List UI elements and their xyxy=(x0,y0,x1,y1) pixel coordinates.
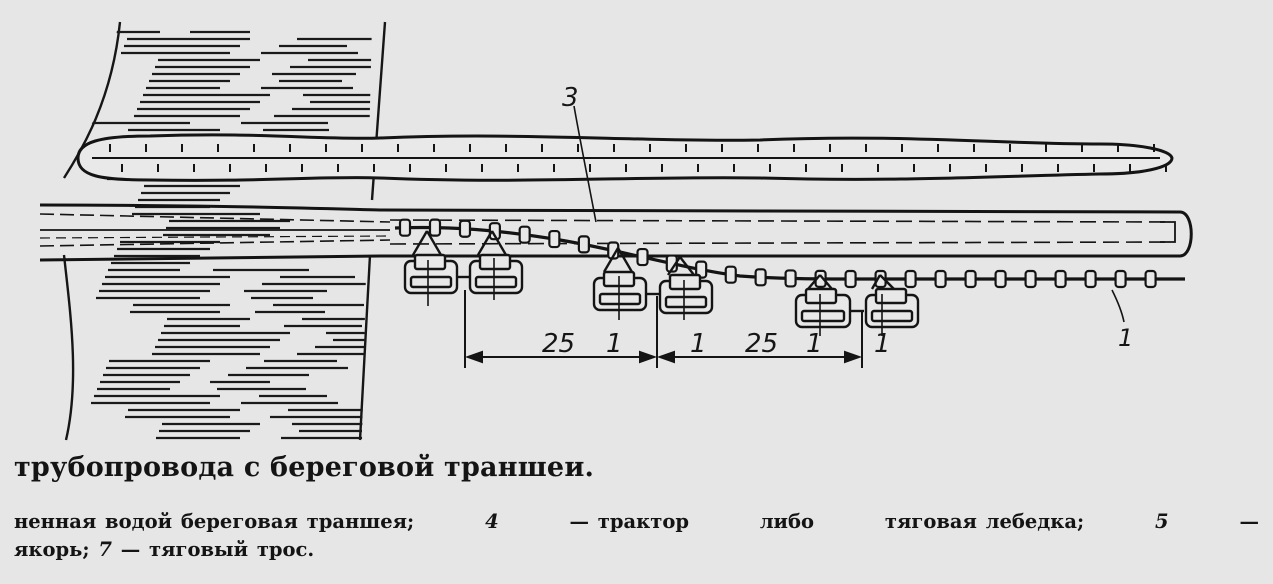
label-tractor-a: 1 xyxy=(606,329,623,359)
legend-line-1: ненная водой береговая траншея; 4 — трак… xyxy=(14,508,1259,536)
leader-lines xyxy=(573,105,1125,323)
pipeline-string xyxy=(394,218,1185,289)
tractor-4 xyxy=(658,256,714,315)
pipe-roller xyxy=(784,269,797,288)
tractor-1 xyxy=(403,230,471,295)
pipe-roller xyxy=(488,222,501,241)
pipe-roller xyxy=(458,219,472,238)
label-cable-3: 3 xyxy=(562,83,579,113)
tractor-2 xyxy=(468,230,524,295)
tractor-group xyxy=(403,230,920,336)
legend-text: якорь; xyxy=(14,538,90,561)
pipe-roller xyxy=(964,269,977,289)
legend-num: 4 xyxy=(485,510,499,533)
pipe-roller xyxy=(994,269,1007,289)
pipe-roller xyxy=(428,218,442,237)
pipe-roller xyxy=(1114,269,1127,289)
pipe-roller xyxy=(1024,269,1037,289)
pipe-roller xyxy=(724,265,737,284)
legend-text: — трактор xyxy=(569,510,689,533)
pipe-roller xyxy=(577,235,590,254)
legend-text: тяговая лебедка; xyxy=(884,510,1085,533)
label-spacing-right: 25 xyxy=(745,329,778,359)
pipeline-diagram: 3 1 25 1 1 25 1 1 xyxy=(39,21,1193,441)
pipe-roller xyxy=(904,269,917,289)
pipe-roller xyxy=(1084,269,1097,289)
legend-text: — xyxy=(1239,510,1259,533)
pipe-roller xyxy=(1144,269,1157,289)
pipe-roller xyxy=(754,268,767,287)
legend-line-2: якорь; 7 — тяговый трос. xyxy=(14,536,1259,564)
legend-num: 5 xyxy=(1155,510,1169,533)
legend-text: — тяговый трос. xyxy=(120,538,315,561)
label-tractor-c: 1 xyxy=(806,329,823,359)
pipe-channel xyxy=(39,203,1193,262)
pipe-roller xyxy=(1054,269,1067,289)
water-hatching xyxy=(90,30,372,440)
label-tractor-ref: 1 xyxy=(1118,324,1133,352)
label-tractor-d: 1 xyxy=(874,329,891,359)
legend-text: ненная водой береговая траншея; xyxy=(14,510,415,533)
legend-num: 7 xyxy=(98,538,112,561)
pipe-roller xyxy=(398,218,412,237)
figure-legend: ненная водой береговая траншея; 4 — трак… xyxy=(14,508,1259,564)
pipe-roller xyxy=(934,269,947,289)
pipe-roller xyxy=(636,247,649,267)
legend-text: либо xyxy=(759,510,815,533)
shore-bank xyxy=(62,21,387,441)
pipe-roller xyxy=(548,229,561,249)
pipe-roller xyxy=(844,269,857,289)
label-spacing-left: 25 xyxy=(542,329,575,359)
dimension-lines xyxy=(464,290,863,368)
label-tractor-b: 1 xyxy=(690,329,707,359)
figure-caption-title: трубопровода с береговой траншеи. xyxy=(14,452,595,483)
tractor-5 xyxy=(794,274,864,329)
pipe-roller xyxy=(518,225,531,244)
upper-trench xyxy=(76,133,1174,182)
